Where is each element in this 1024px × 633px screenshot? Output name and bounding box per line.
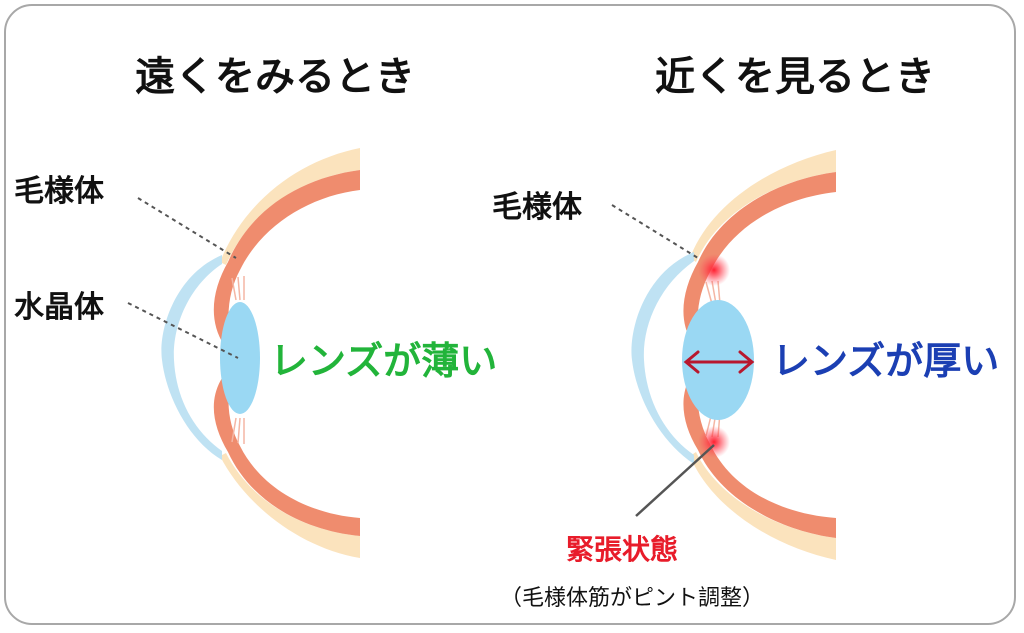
thickness-arrow — [683, 350, 755, 374]
right-lens-state: レンズが厚い — [772, 339, 1000, 383]
right-cornea — [631, 252, 694, 464]
tension-glow-lower — [698, 426, 730, 458]
tension-note: （毛様体筋がピント調整） — [500, 586, 765, 611]
right-ciliary-pointer — [611, 204, 699, 259]
left-lens-state: レンズが薄い — [270, 339, 498, 383]
left-sclera — [220, 148, 360, 265]
tension-label: 緊張状態 — [566, 533, 679, 566]
tension-glow-upper — [698, 254, 730, 286]
left-ciliary-label: 毛様体 — [14, 174, 104, 209]
left-lens-label: 水晶体 — [14, 290, 104, 325]
right-lens — [682, 300, 754, 420]
left-title: 遠くをみるとき — [135, 54, 415, 100]
left-eye — [127, 148, 360, 558]
left-sclera-lower — [220, 453, 360, 558]
right-sclera-upper — [690, 150, 836, 262]
left-zonule-fibers — [231, 276, 245, 444]
left-lens — [220, 302, 260, 414]
tension-pointer — [635, 444, 715, 517]
left-ciliary-pointer — [137, 197, 237, 259]
left-cornea — [161, 255, 222, 460]
right-title: 近くを見るとき — [655, 54, 935, 100]
right-eye — [611, 150, 836, 560]
right-ciliary-label: 毛様体 — [492, 190, 582, 225]
right-sclera-lower — [690, 452, 836, 560]
